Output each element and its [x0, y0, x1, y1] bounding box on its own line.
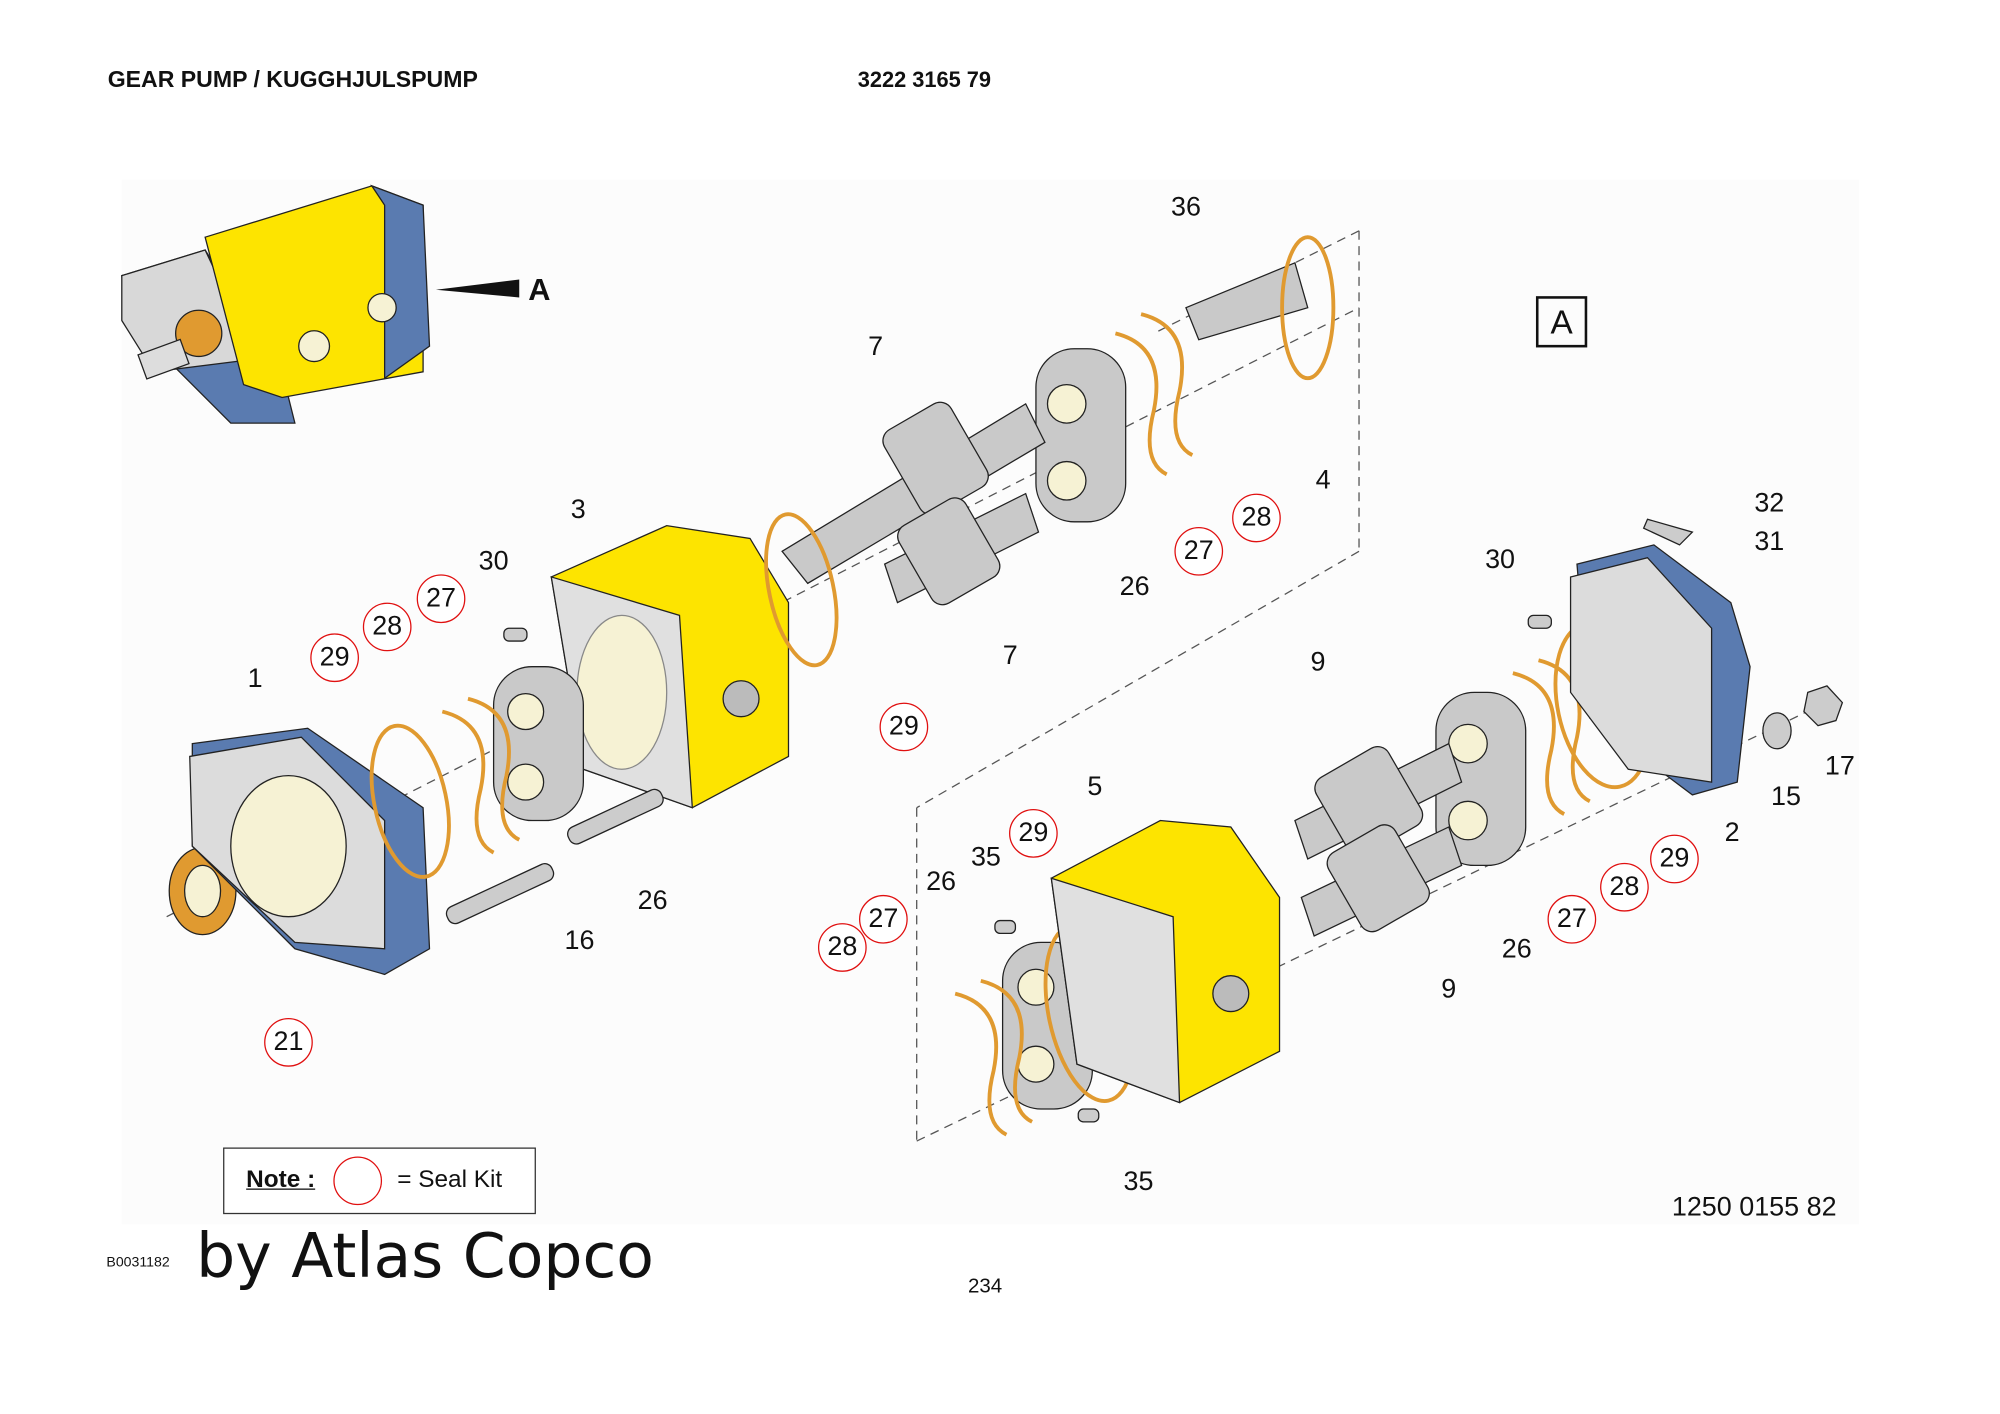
part-callout: 3 — [570, 494, 586, 525]
part-callout: 30 — [1485, 544, 1516, 575]
seal-kit-callout: 29 — [879, 702, 929, 752]
image-code: B0031182 — [106, 1255, 170, 1271]
part-callout: 7 — [1002, 641, 1018, 671]
seal-kit-callout: 27 — [1174, 526, 1224, 576]
part-callout: 26 — [1501, 934, 1532, 965]
part-callout: 4 — [1315, 465, 1331, 495]
page-number: 234 — [967, 1275, 1003, 1298]
seal-kit-callout: 27 — [859, 894, 908, 944]
assembled-pump-illustration — [121, 184, 520, 424]
watermark: by Atlas Copco — [196, 1220, 654, 1293]
part-callout: 31 — [1754, 526, 1785, 557]
part-callout: 17 — [1824, 751, 1855, 781]
part-callout: 5 — [1087, 771, 1103, 802]
seal-kit-callout: 27 — [416, 574, 466, 624]
part-callout: 1 — [247, 664, 263, 694]
seal-kit-callout: 29 — [1009, 809, 1058, 858]
part-callout: 2 — [1724, 817, 1740, 848]
part-callout: 36 — [1170, 192, 1201, 222]
seal-kit-legend: Note : = Seal Kit — [223, 1147, 536, 1215]
part-callout: 15 — [1770, 782, 1801, 812]
part-number: 3222 3165 79 — [857, 67, 992, 93]
seal-kit-callout: 29 — [1650, 834, 1699, 884]
seal-kit-callout: 28 — [1600, 862, 1649, 912]
part-callout: 9 — [1310, 647, 1326, 677]
gear-shafts — [781, 261, 1463, 937]
part-callout: 26 — [926, 866, 957, 897]
small-parts — [445, 518, 1844, 1123]
part-callout: 26 — [637, 885, 668, 916]
part-callout: 35 — [1123, 1166, 1154, 1197]
drawing-number: 1250 0155 82 — [1671, 1192, 1837, 1222]
part-callout: 16 — [564, 925, 595, 956]
part-callout: 7 — [868, 332, 884, 362]
note-label: Note : — [246, 1166, 316, 1194]
page-title: GEAR PUMP / KUGGHJULSPUMP — [107, 66, 478, 93]
seal-kit-callout: 21 — [264, 1017, 313, 1067]
part-callout: 32 — [1754, 488, 1785, 518]
part-callout: 26 — [1119, 571, 1150, 602]
view-box-label: A — [1535, 296, 1588, 348]
part-callout: 30 — [478, 546, 509, 576]
seal-kit-circle-icon — [333, 1156, 382, 1206]
part-callout: 35 — [970, 842, 1001, 872]
seal-kit-callout: 29 — [310, 633, 359, 683]
note-text: = Seal Kit — [397, 1166, 503, 1194]
view-marker: A — [528, 273, 551, 308]
seal-kit-callout: 28 — [817, 923, 867, 972]
seal-kit-callout: 28 — [362, 602, 412, 652]
part-callout: 9 — [1441, 974, 1457, 1004]
seal-kit-callout: 28 — [1232, 493, 1281, 543]
seal-kit-callout: 27 — [1547, 894, 1597, 944]
